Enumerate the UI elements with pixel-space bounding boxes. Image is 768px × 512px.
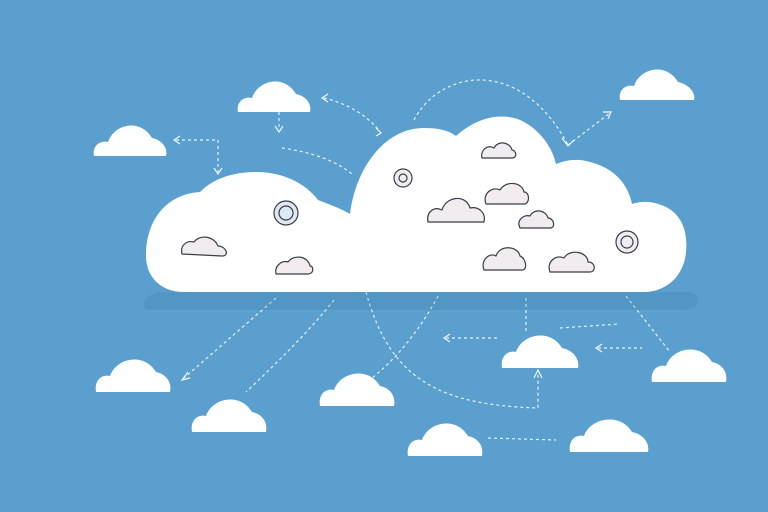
arrowhead: [180, 371, 191, 381]
connector-line: [281, 147, 353, 175]
small-cloud: [619, 69, 695, 100]
disc-icon-ring: [620, 235, 634, 249]
cloud-doodle-shape: [181, 236, 227, 257]
disc-icon-ring: [278, 205, 294, 221]
arrowhead: [533, 368, 543, 379]
cloud-doodle-icon: [548, 251, 595, 273]
small-cloud: [191, 399, 267, 432]
disc-icon-outer: [615, 230, 639, 254]
connector-line: [413, 79, 569, 146]
arrowhead: [594, 343, 603, 353]
small-clouds: [93, 69, 727, 456]
disc-icon-outer: [273, 200, 299, 226]
connector-arrowheads: [172, 93, 612, 381]
cloud-doodle-icon: [482, 247, 527, 271]
cloud-doodle-shape: [548, 251, 595, 273]
connector-line: [183, 297, 277, 379]
cloud-doodle-shape: [482, 247, 527, 271]
disc-icon: [393, 168, 413, 188]
connector-line: [487, 437, 557, 441]
connector-line: [176, 139, 219, 172]
small-cloud: [651, 349, 727, 382]
arrowhead: [375, 127, 382, 137]
connector-line: [567, 112, 611, 146]
cloud-doodle-shape: [275, 256, 314, 275]
small-cloud: [407, 423, 483, 456]
cloud-doodle-shape: [427, 197, 485, 223]
cloud-doodle-icon: [518, 210, 555, 229]
arrowhead: [561, 137, 575, 147]
arrowhead: [274, 125, 284, 134]
connector-line: [245, 299, 335, 393]
cloud-doodle-icon: [181, 236, 227, 257]
cloud-doodle-icon: [427, 197, 485, 223]
arrowhead: [320, 93, 329, 103]
main-cloud-shape: [146, 116, 687, 293]
cloud-doodle-icon: [481, 142, 517, 159]
main-cloud-shadow: [143, 292, 699, 310]
small-cloud: [319, 373, 395, 406]
main-cloud: [143, 116, 699, 310]
disc-icon: [273, 200, 299, 226]
disc-icon-outer: [393, 168, 413, 188]
arrowhead: [172, 135, 181, 145]
cloud-doodle-shape: [484, 182, 530, 205]
cloud-doodle-icon: [275, 256, 314, 275]
disc-icon-ring: [398, 173, 408, 183]
small-cloud: [569, 419, 649, 452]
small-cloud: [95, 359, 171, 392]
cloud-doodle-shape: [481, 142, 517, 159]
connector-line: [365, 291, 539, 409]
connector-line: [371, 295, 439, 379]
arrowhead: [442, 333, 451, 343]
connector-line: [559, 323, 621, 329]
main-cloud-icons: [181, 142, 639, 275]
small-cloud: [501, 335, 579, 368]
small-cloud: [237, 81, 311, 112]
cloud-doodle-shape: [518, 210, 555, 229]
cloud-doodle-icon: [484, 182, 530, 205]
arrowhead: [213, 167, 223, 176]
connector-lines: [176, 79, 671, 441]
small-cloud: [93, 125, 167, 156]
arrowhead: [603, 111, 612, 120]
disc-icon: [615, 230, 639, 254]
